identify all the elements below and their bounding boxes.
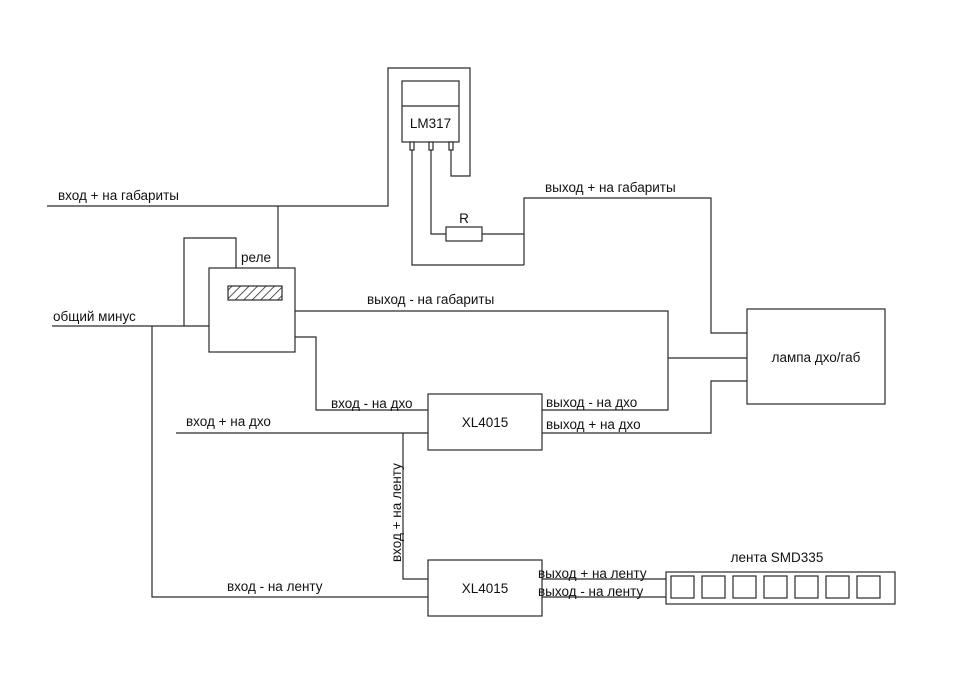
wires (47, 67, 747, 598)
led-cell (794, 575, 819, 599)
xl4015-strip: XL4015 (427, 559, 543, 617)
lamp-body (746, 308, 886, 405)
resistor-body (445, 226, 483, 242)
led-strip: лента SMD335 (665, 550, 896, 605)
wire-lm317-out (411, 142, 524, 266)
lm317-body (401, 80, 460, 143)
label-input-plus-parking: вход + на габариты (58, 188, 179, 203)
relay-label: реле (241, 250, 271, 265)
wire-output-plus-drl (542, 380, 747, 434)
lm317-pin-1 (409, 141, 415, 151)
led-strip-label: лента SMD335 (731, 550, 824, 565)
label-input-plus-strip: вход + на ленту (389, 463, 404, 562)
led-cell (763, 575, 788, 599)
wire-input-minus-strip (151, 326, 428, 598)
resistor-label: R (459, 211, 469, 226)
wire-lm317-adj (430, 142, 446, 235)
xl4015-drl-label: XL4015 (462, 415, 509, 430)
wire-output-plus-parking (523, 197, 747, 334)
relay: реле (208, 250, 296, 353)
wire-relay-coil-minus (183, 237, 237, 326)
resistor: R (445, 211, 483, 242)
led-cell (701, 575, 726, 599)
lm317-pin-3 (448, 141, 454, 151)
lm317-pin-2 (428, 141, 434, 151)
xl4015-drl-body (427, 393, 543, 451)
lm317-regulator: LM317 (401, 80, 460, 151)
lm317-label: LM317 (410, 116, 451, 131)
label-output-plus-strip: выход + на ленту (538, 566, 647, 581)
wire-input-plus-strip (402, 433, 428, 580)
xl4015-drl: XL4015 (427, 393, 543, 451)
label-input-minus-drl: вход - на дхо (331, 396, 413, 411)
relay-coil (227, 285, 283, 301)
led-cell (732, 575, 757, 599)
wire-input-plus-parking (47, 67, 471, 207)
label-output-minus-parking: выход - на габариты (367, 292, 494, 307)
lamp: лампа дхо/габ (746, 308, 886, 405)
label-common-minus: общий минус (53, 309, 136, 324)
label-input-minus-strip: вход - на ленту (227, 579, 323, 594)
wire-labels: вход + на габариты выход + на габариты о… (53, 180, 676, 599)
xl4015-strip-label: XL4015 (462, 581, 509, 596)
led-cell (825, 575, 850, 599)
led-cell (856, 575, 881, 599)
led-cell (670, 575, 695, 599)
xl4015-strip-body (427, 559, 543, 617)
label-output-plus-drl: выход + на дхо (546, 417, 641, 432)
lamp-label: лампа дхо/габ (772, 350, 861, 365)
wire-output-minus-parking (268, 310, 669, 411)
label-output-minus-strip: выход - на ленту (538, 584, 643, 599)
label-output-minus-drl: выход - на дхо (546, 395, 637, 410)
label-input-plus-drl: вход + на дхо (186, 414, 271, 429)
relay-body (208, 267, 296, 353)
label-output-plus-parking: выход + на габариты (545, 180, 676, 195)
